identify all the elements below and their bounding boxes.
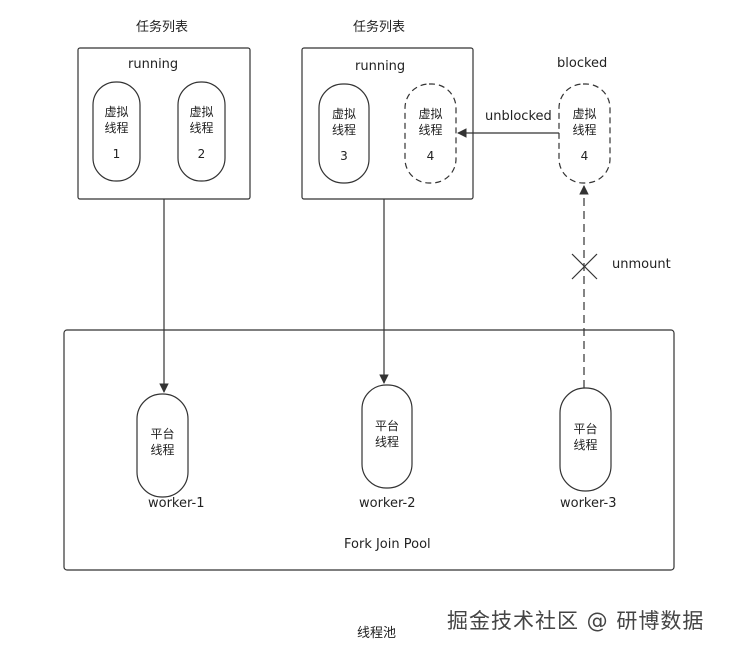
unmount-label: unmount <box>612 257 671 272</box>
vthread-1-shape <box>92 81 141 182</box>
vthread-3-shape <box>318 83 370 184</box>
blocked-label: blocked <box>557 56 608 71</box>
vthread-4-blocked-label: 虚拟 线程 4 <box>572 107 597 163</box>
vthread-2-label: 虚拟 线程 2 <box>189 105 214 161</box>
unmount-cross-icon <box>571 253 598 280</box>
mid-box-title: 任务列表 <box>353 20 406 35</box>
worker-2-label: 平台 线程 <box>374 419 399 449</box>
watermark: 掘金技术社区 @ 研博数据 <box>447 609 705 633</box>
worker-1-label: 平台 线程 <box>150 427 175 457</box>
vthread-4-mounted-shape <box>404 83 457 184</box>
vthread-1-label: 虚拟 线程 1 <box>104 105 129 161</box>
vthread-3-label: 虚拟 线程 3 <box>331 107 356 163</box>
worker-1-shape <box>136 393 189 498</box>
mid-box-status: running <box>355 59 406 74</box>
unblocked-label: unblocked <box>485 109 552 124</box>
left-box-status: running <box>128 57 179 72</box>
worker-2-name: worker-2 <box>359 496 416 511</box>
vthread-4-mounted-label: 虚拟 线程 4 <box>418 107 443 163</box>
left-box-title: 任务列表 <box>136 20 189 35</box>
worker-2-shape <box>361 384 413 489</box>
pool-caption: 线程池 <box>357 626 397 641</box>
pool-label: Fork Join Pool <box>344 537 431 552</box>
worker-1-name: worker-1 <box>148 496 205 511</box>
worker-3-shape <box>559 387 612 492</box>
vthread-2-shape <box>177 81 226 182</box>
fork-join-pool-box <box>63 329 675 571</box>
worker-3-name: worker-3 <box>560 496 617 511</box>
worker-3-label: 平台 线程 <box>573 422 598 452</box>
mid-task-box <box>301 47 474 200</box>
